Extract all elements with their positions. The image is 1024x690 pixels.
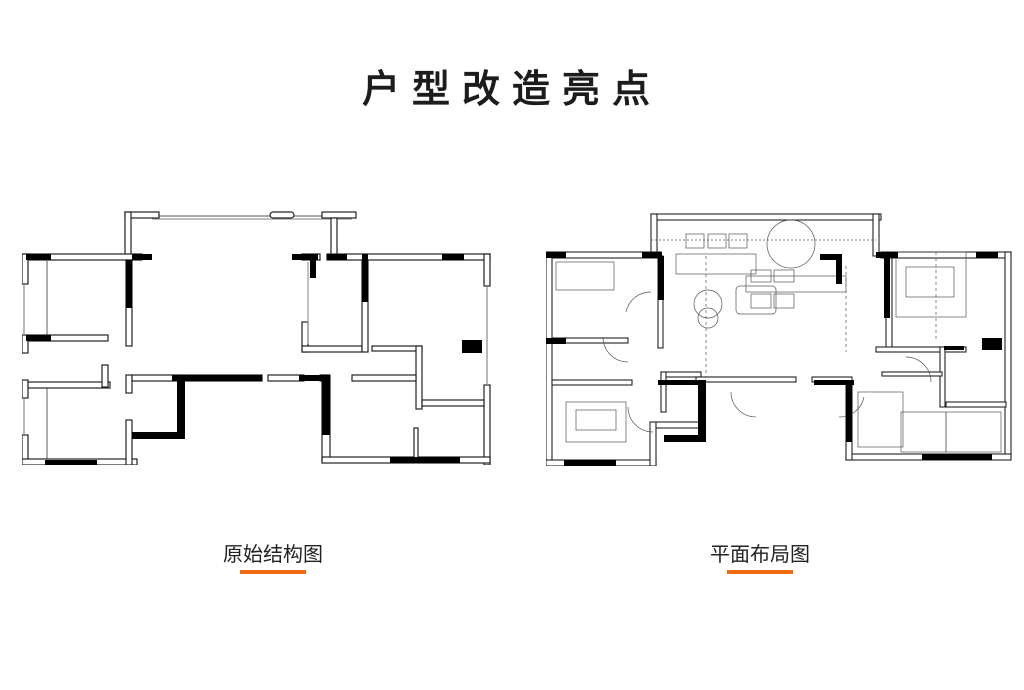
floor-layout-caption: 平面布局图 <box>710 542 810 566</box>
floor-layout-underline <box>727 570 793 574</box>
floor-layout-plan <box>546 212 1016 466</box>
original-structure-underline <box>240 570 306 574</box>
original-structure-plan <box>22 210 497 465</box>
original-structure-caption: 原始结构图 <box>223 542 323 566</box>
page-title: 户型改造亮点 <box>361 67 662 111</box>
structural-wall <box>26 254 51 260</box>
layout-floorplan-drawing <box>546 213 1012 466</box>
original-floorplan-drawing <box>22 211 491 465</box>
